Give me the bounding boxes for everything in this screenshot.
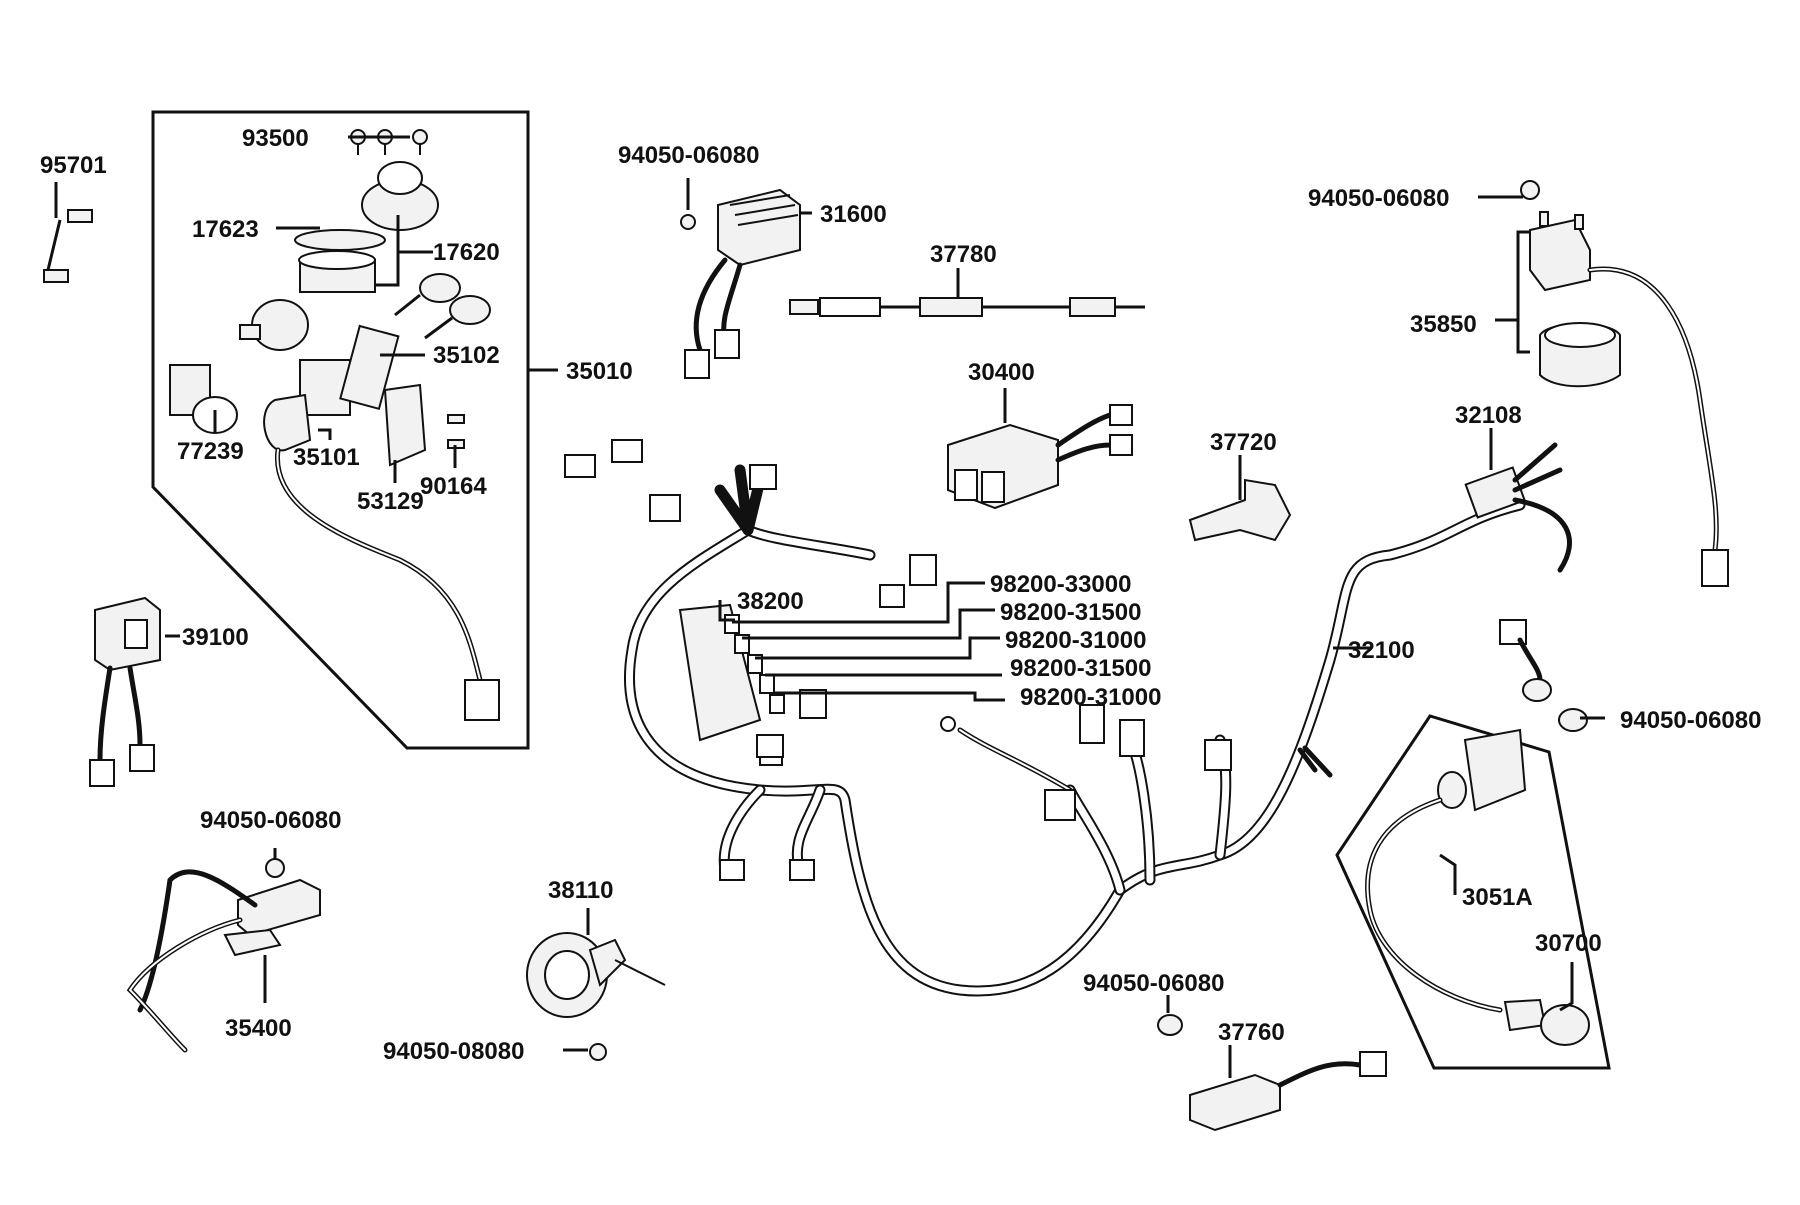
main-wiring-harness <box>564 439 1526 997</box>
label-77239: 77239 <box>177 438 244 465</box>
label-94050-06080-f: 94050-06080 <box>1083 970 1224 997</box>
leader-lines <box>54 135 1605 1078</box>
label-38110: 38110 <box>548 877 613 904</box>
label-98200-31500-b: 98200-31500 <box>1010 655 1151 682</box>
label-17620: 17620 <box>433 239 500 266</box>
ignition-coil-30700-icon <box>1365 728 1590 1046</box>
horn-38110-icon <box>526 932 666 1061</box>
nut-94050-06080-bottom-icon <box>1157 1014 1183 1036</box>
bolt-95701-icon <box>43 209 93 283</box>
label-98200-31000-a: 98200-31000 <box>1005 627 1146 654</box>
lock-cylinder-icon <box>239 299 309 351</box>
bracket-53129-icon <box>383 383 427 467</box>
label-95701: 95701 <box>40 152 107 179</box>
label-35400: 35400 <box>225 1015 292 1042</box>
label-94050-06080-d: 94050-06080 <box>200 807 341 834</box>
keys-icon <box>394 273 491 340</box>
label-37720: 37720 <box>1210 429 1277 456</box>
label-35102: 35102 <box>433 342 500 369</box>
connector-32108-icon <box>1464 442 1572 683</box>
label-17623: 17623 <box>192 216 259 243</box>
screws-93500-icon <box>350 129 428 155</box>
label-94050-08080: 94050-08080 <box>383 1038 524 1065</box>
plate-17623-icon <box>294 229 386 251</box>
label-90164: 90164 <box>420 473 487 500</box>
label-37780: 37780 <box>930 241 997 268</box>
label-39100: 39100 <box>182 624 249 651</box>
label-30700: 30700 <box>1535 930 1602 957</box>
cdi-unit-30400-icon <box>947 404 1133 510</box>
label-94050-06080-a: 94050-06080 <box>618 142 759 169</box>
screws-90164-icon <box>447 414 465 449</box>
label-94050-06080-b: 94050-06080 <box>1308 185 1449 212</box>
label-35850: 35850 <box>1410 311 1477 338</box>
starter-relay-35850-icon <box>1520 180 1729 587</box>
cable-37780-icon <box>789 297 1145 317</box>
label-53129: 53129 <box>357 488 424 515</box>
label-31600: 31600 <box>820 201 887 228</box>
label-98200-33000: 98200-33000 <box>990 571 1131 598</box>
label-35010: 35010 <box>566 358 633 385</box>
label-93500: 93500 <box>242 125 309 152</box>
component-35400-icon <box>126 858 321 1053</box>
label-37760: 37760 <box>1218 1019 1285 1046</box>
switch-cover-17620-icon <box>298 161 439 293</box>
label-35101: 35101 <box>293 444 360 471</box>
fuse-block-38200-icon <box>678 603 827 758</box>
ignition-coil-group-frame <box>1335 714 1611 1070</box>
nut-94050-06080-right-icon <box>1522 678 1588 732</box>
part-labels: 95701 93500 17623 17620 35102 35010 7723… <box>40 125 1761 1065</box>
relay-39100-icon <box>89 596 161 787</box>
label-30400: 30400 <box>968 359 1035 386</box>
regulator-31600-icon <box>680 188 801 379</box>
seat-lock-77239-icon <box>169 364 238 434</box>
label-32108: 32108 <box>1455 402 1522 429</box>
label-98200-31500-a: 98200-31500 <box>1000 599 1141 626</box>
component-37760-icon <box>1189 1051 1387 1132</box>
ignition-switch-lead <box>275 447 500 721</box>
label-94050-06080-c: 94050-06080 <box>1620 707 1761 734</box>
bracket-37720-icon <box>1188 478 1292 542</box>
label-3051A: 3051A <box>1462 884 1533 911</box>
label-98200-31000-b: 98200-31000 <box>1020 684 1161 711</box>
ignition-switch-group-frame <box>151 110 530 750</box>
label-32100: 32100 <box>1348 637 1415 664</box>
label-38200: 38200 <box>737 588 804 615</box>
ignition-switch-35102-icon <box>263 324 400 452</box>
